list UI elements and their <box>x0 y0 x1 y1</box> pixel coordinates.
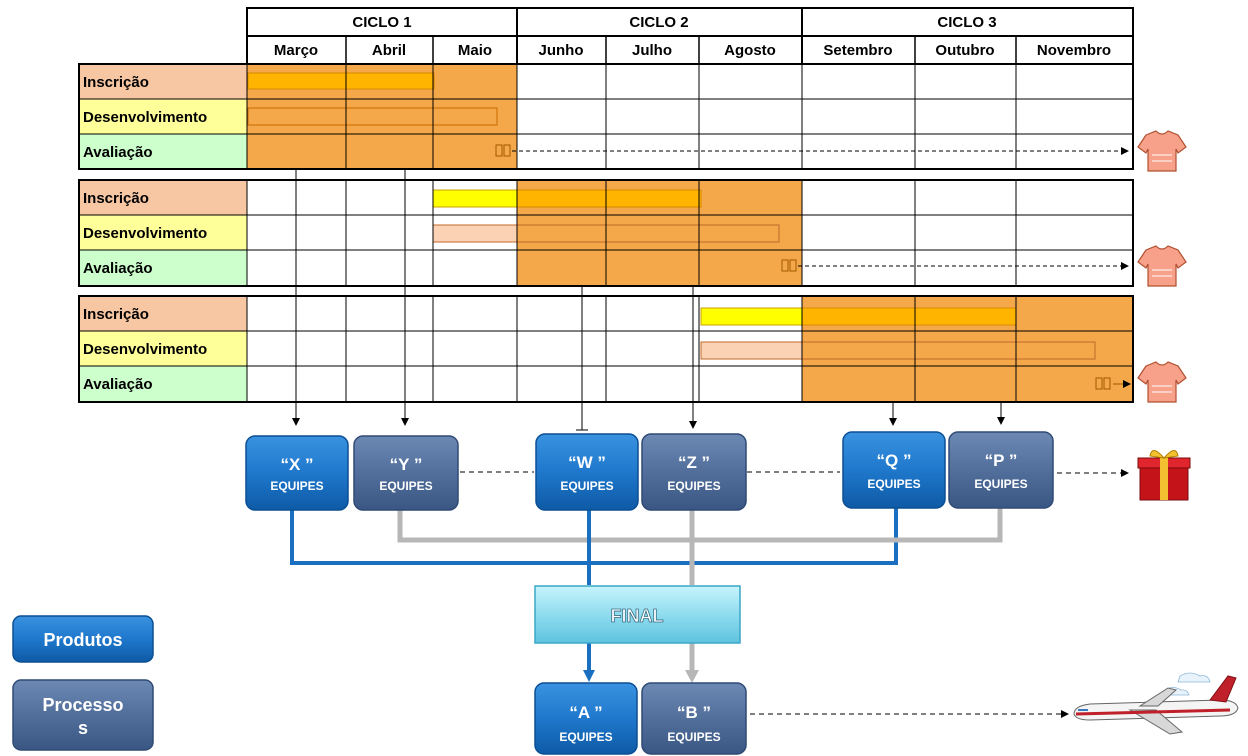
phase-label-inscricao-3: Inscrição <box>83 306 149 323</box>
team-label: EQUIPES <box>270 479 323 493</box>
grid-lines <box>78 63 1134 403</box>
phase-label-avaliacao-2: Avaliação <box>83 260 153 277</box>
team-label: EQUIPES <box>867 477 920 491</box>
shirt-icon <box>1137 361 1187 403</box>
team-letter: “B ” <box>677 703 711 722</box>
team-letter: “P ” <box>985 451 1018 470</box>
team-box-a: “A ” EQUIPES <box>534 682 638 755</box>
team-feed-arrows <box>292 169 1005 431</box>
month-marco: Março <box>274 42 318 59</box>
team-letter: “A ” <box>569 703 602 722</box>
team-box-y: “Y ” EQUIPES <box>353 435 459 511</box>
team-label: EQUIPES <box>974 477 1027 491</box>
cycle-2-label: CICLO 2 <box>629 14 688 31</box>
team-label: EQUIPES <box>560 479 613 493</box>
phase-label-desenvolvimento-3: Desenvolvimento <box>83 341 207 358</box>
month-novembro: Novembro <box>1037 42 1111 59</box>
phase-label-avaliacao-3: Avaliação <box>83 376 153 393</box>
phase-label-desenvolvimento-2: Desenvolvimento <box>83 225 207 242</box>
month-maio: Maio <box>458 42 492 59</box>
team-box-x: “X ” EQUIPES <box>245 435 349 511</box>
team-letter: “W ” <box>568 453 606 472</box>
legend-products: Produtos <box>12 615 154 663</box>
month-abril: Abril <box>372 42 406 59</box>
month-junho: Junho <box>539 42 584 59</box>
connector-lines <box>290 469 1129 718</box>
team-box-q: “Q ” EQUIPES <box>842 431 946 509</box>
airplane-icon <box>1073 672 1239 735</box>
header-table: CICLO 1 CICLO 2 CICLO 3 Março Abril Maio… <box>246 7 1134 65</box>
team-label: EQUIPES <box>667 479 720 493</box>
shirt-icon <box>1137 245 1187 287</box>
month-agosto: Agosto <box>724 42 776 59</box>
month-setembro: Setembro <box>823 42 892 59</box>
team-box-w: “W ” EQUIPES <box>535 433 639 511</box>
phase-label-inscricao-2: Inscrição <box>83 190 149 207</box>
legend-processes: Processo s <box>12 679 154 751</box>
phase-label-desenvolvimento-1: Desenvolvimento <box>83 109 207 126</box>
legend-processes-label-line1: Processo <box>42 695 123 715</box>
evaluation-arrows <box>512 147 1131 388</box>
team-box-p: “P ” EQUIPES <box>948 431 1054 509</box>
team-box-b: “B ” EQUIPES <box>641 682 747 755</box>
gift-icon <box>1137 450 1191 501</box>
month-julho: Julho <box>632 42 672 59</box>
shirt-icon <box>1137 130 1187 172</box>
cycle-3-label: CICLO 3 <box>937 14 996 31</box>
team-letter: “Y ” <box>390 455 423 474</box>
final-label: FINAL <box>611 606 664 626</box>
phase-label-avaliacao-1: Avaliação <box>83 144 153 161</box>
team-label: EQUIPES <box>379 479 432 493</box>
cycle-1-label: CICLO 1 <box>352 14 411 31</box>
legend-processes-label-line2: s <box>78 718 88 738</box>
team-letter: “Q ” <box>877 451 912 470</box>
team-letter: “Z ” <box>678 453 710 472</box>
team-label: EQUIPES <box>667 730 720 744</box>
phase-labels: Inscrição Desenvolvimento Avaliação Insc… <box>83 74 207 393</box>
phase-label-inscricao-1: Inscrição <box>83 74 149 91</box>
team-letter: “X ” <box>280 455 313 474</box>
team-box-z: “Z ” EQUIPES <box>641 433 747 511</box>
final-box: FINAL <box>534 585 741 644</box>
legend-products-label: Produtos <box>44 630 123 650</box>
month-outubro: Outubro <box>935 42 994 59</box>
team-label: EQUIPES <box>559 730 612 744</box>
